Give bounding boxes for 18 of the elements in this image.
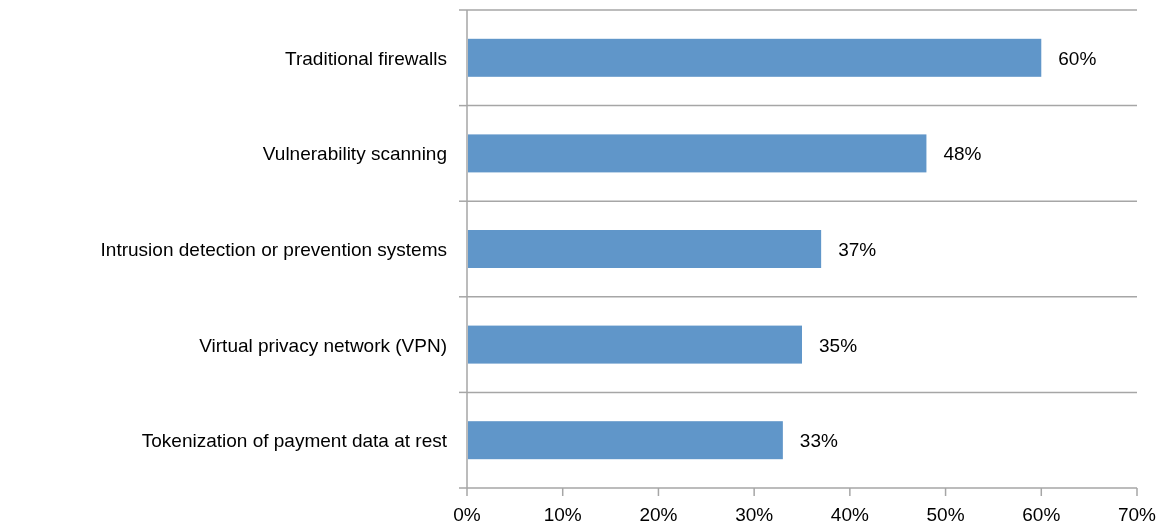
- category-label: Vulnerability scanning: [262, 143, 447, 165]
- axis-tick-label: 60%: [1022, 504, 1061, 525]
- category-label: Traditional firewalls: [285, 47, 447, 69]
- axis-tick-label: 40%: [830, 504, 869, 525]
- value-label: 35%: [819, 334, 858, 356]
- category-label: Intrusion detection or prevention systems: [100, 239, 447, 260]
- axis-tick-label: 70%: [1118, 504, 1156, 525]
- value-label: 37%: [838, 239, 877, 260]
- axis-tick-label: 30%: [735, 504, 774, 525]
- axis-tick-label: 50%: [926, 504, 965, 525]
- category-label: Tokenization of payment data at rest: [141, 430, 447, 452]
- axis-tick-label: 0%: [453, 504, 481, 525]
- value-label: 33%: [799, 430, 838, 452]
- axis-tick-label: 10%: [543, 504, 582, 525]
- value-label: 60%: [1058, 47, 1097, 69]
- axis-tick-label: 20%: [639, 504, 678, 525]
- value-label: 48%: [943, 143, 982, 165]
- category-label: Virtual privacy network (VPN): [199, 334, 447, 356]
